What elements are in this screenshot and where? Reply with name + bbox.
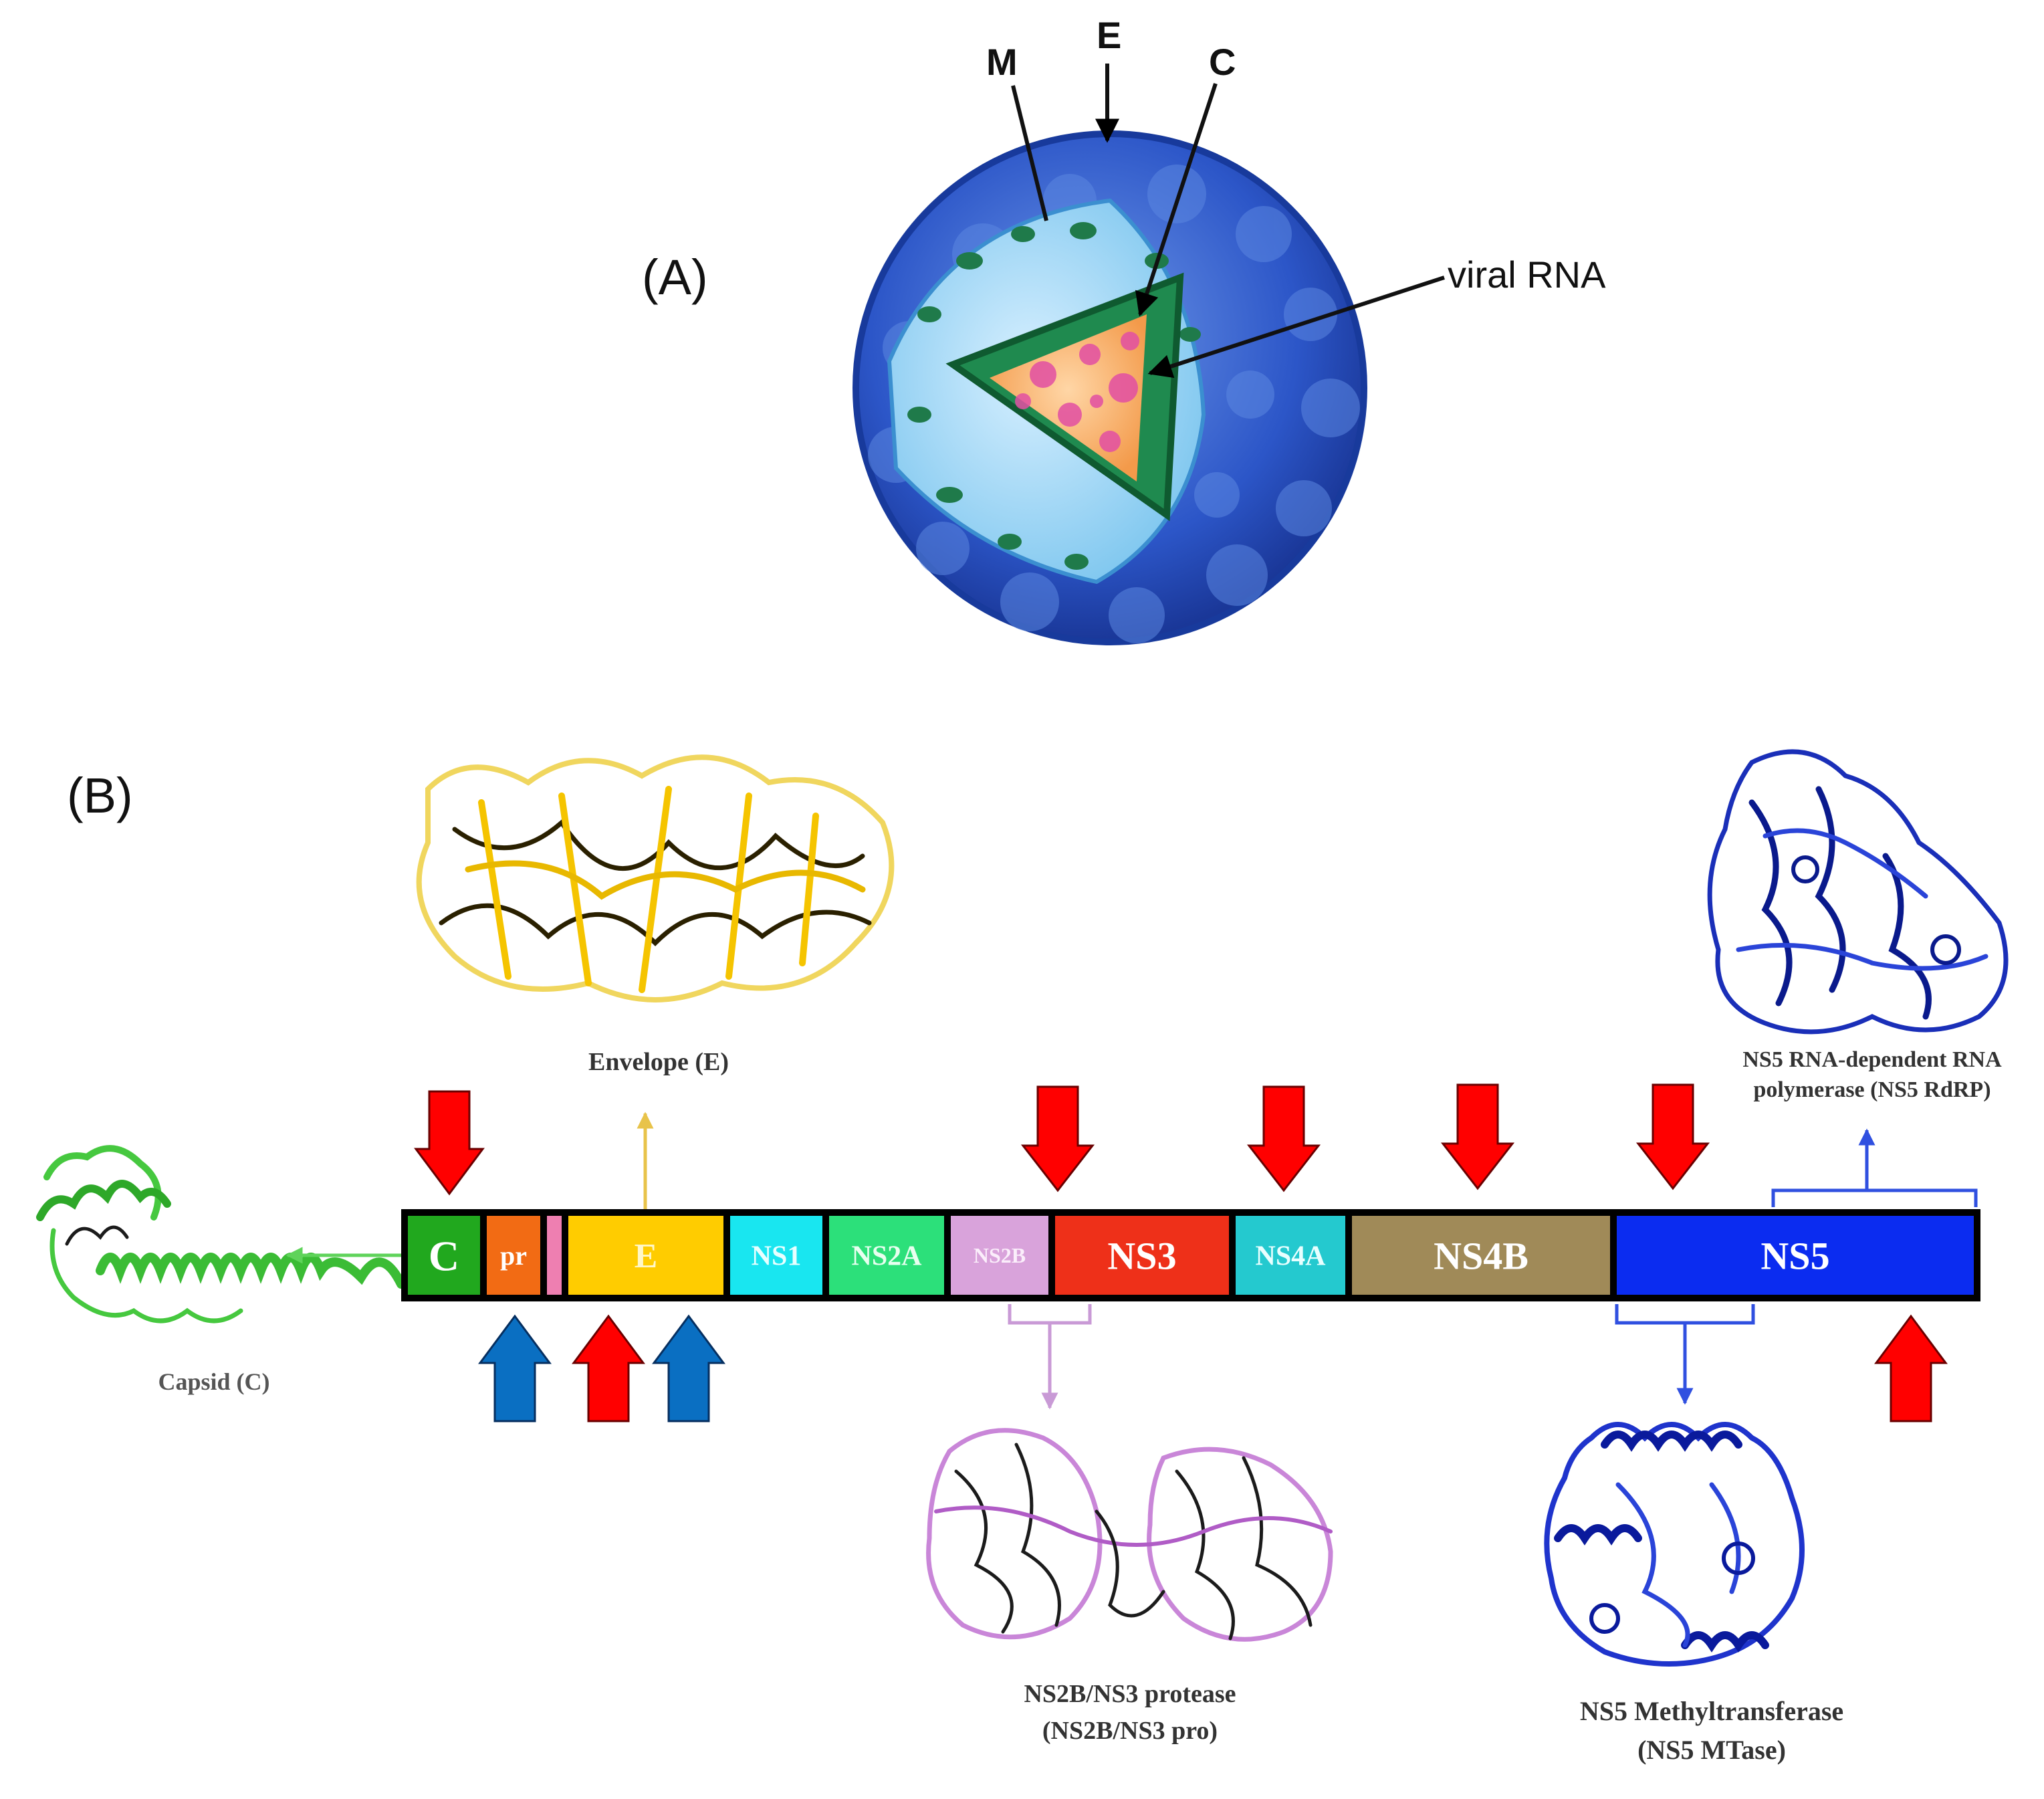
- polyprotein-segment-ns4b: [1352, 1216, 1610, 1295]
- polyprotein-label-pr: pr: [500, 1241, 527, 1271]
- polyprotein-segment-ns5: [1617, 1216, 1974, 1295]
- polyprotein-label-c: C: [429, 1232, 459, 1279]
- polyprotein-label-ns1: NS1: [752, 1241, 802, 1272]
- ns5-rdrp-bracket: [1771, 1188, 1978, 1207]
- polyprotein-label-ns2a: NS2A: [851, 1241, 922, 1272]
- callout-c-arrow: [1135, 83, 1218, 317]
- ns5-mtase-bracket: [1615, 1304, 1755, 1325]
- polyprotein-label-e: E: [635, 1237, 658, 1275]
- cleavage-arrow-red-down: [1440, 1083, 1515, 1190]
- cleavage-arrow-red-up: [572, 1314, 645, 1422]
- panel-a-label: (A): [642, 249, 708, 305]
- protease-caption-line1: NS2B/NS3 protease: [1024, 1680, 1236, 1708]
- polyprotein-label-ns5: NS5: [1761, 1234, 1829, 1277]
- virion-callouts: M E C viral RNA: [986, 14, 1606, 379]
- polyprotein-segment-c: [408, 1216, 480, 1295]
- callout-c-label: C: [1209, 41, 1236, 83]
- cleavage-arrow-red-down: [414, 1090, 485, 1196]
- envelope-structure-image: [416, 754, 895, 1002]
- cleavage-arrows: [414, 1083, 1948, 1422]
- polyprotein-segment-ns3: [1055, 1216, 1229, 1295]
- protease-structure-image: [926, 1428, 1333, 1642]
- polyprotein-segment-ns2b: [951, 1216, 1048, 1295]
- polyprotein-segment-ns1: [730, 1216, 822, 1295]
- polyprotein-label-ns4a: NS4A: [1255, 1241, 1326, 1272]
- virion-illustration: [853, 130, 1367, 645]
- callout-m-line: [1011, 85, 1048, 221]
- rdrp-structure-image: [1707, 749, 2009, 1035]
- polyprotein-segment-pr: [487, 1216, 540, 1295]
- cleavage-arrow-red-up: [1874, 1314, 1948, 1422]
- rdrp-caption-line1: NS5 RNA-dependent RNA: [1742, 1047, 2002, 1072]
- mtase-caption-line2: (NS5 MTase): [1637, 1735, 1786, 1765]
- protease-caption-line2: (NS2B/NS3 pro): [1042, 1717, 1218, 1745]
- callout-e-label: E: [1097, 14, 1121, 56]
- viral-rna-blobs: [1015, 332, 1139, 452]
- callout-rna-label: viral RNA: [1448, 253, 1606, 296]
- cleavage-arrow-red-down: [1020, 1085, 1095, 1192]
- polyprotein-segment-m: [547, 1216, 562, 1295]
- polyprotein-label-ns3: NS3: [1107, 1234, 1176, 1277]
- panel-a: (A): [642, 14, 1606, 645]
- mtase-caption-line1: NS5 Methyltransferase: [1580, 1696, 1843, 1726]
- polyprotein-segment-ns4a: [1236, 1216, 1345, 1295]
- cleavage-arrow-blue-up: [478, 1314, 552, 1422]
- polyprotein-segment-e: [568, 1216, 723, 1295]
- rdrp-caption-line2: polymerase (NS5 RdRP): [1753, 1077, 1991, 1102]
- capsid-structure-image: [36, 1145, 406, 1324]
- polyprotein-label-ns4b: NS4B: [1434, 1234, 1528, 1277]
- envelope-caption: Envelope (E): [588, 1048, 729, 1076]
- membrane-protein-dots: [907, 222, 1201, 570]
- mtase-structure-image: [1544, 1422, 1805, 1667]
- capsid-caption: Capsid (C): [158, 1368, 269, 1395]
- panel-b-label: (B): [67, 768, 133, 823]
- callout-rna-arrow: [1147, 276, 1445, 379]
- polyprotein-label-ns2b: NS2B: [974, 1243, 1026, 1267]
- callout-m-label: M: [986, 41, 1018, 83]
- polyprotein-segment-ns2a: [829, 1216, 944, 1295]
- ns2b-ns3-bracket: [1008, 1304, 1092, 1325]
- cleavage-arrow-red-down: [1246, 1085, 1321, 1192]
- cleavage-arrow-blue-up: [652, 1314, 725, 1422]
- panel-b: (B) Envelope (E) NS5 RNA-dependent RNA p…: [36, 749, 2009, 1765]
- cleavage-arrow-red-down: [1635, 1083, 1710, 1190]
